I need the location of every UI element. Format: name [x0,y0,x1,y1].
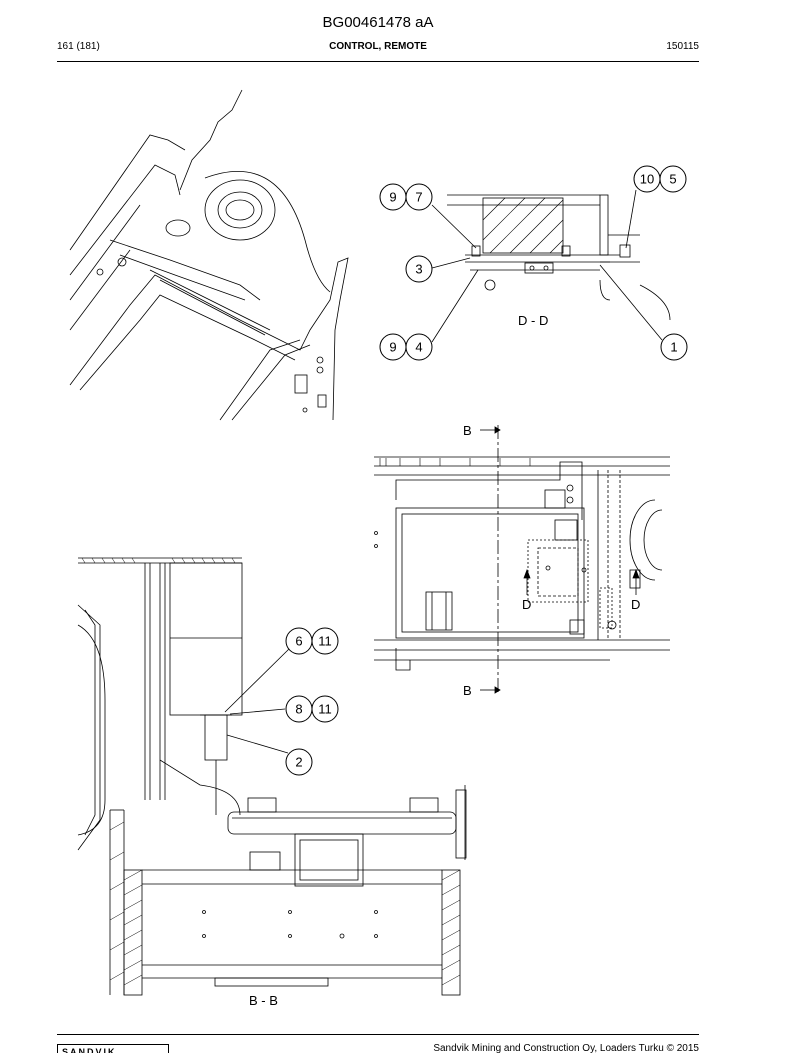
cut-marker-d-right: D [631,597,641,612]
copyright-text: Sandvik Mining and Construction Oy, Load… [433,1043,699,1054]
svg-text:1: 1 [670,340,677,355]
revision-date: 150115 [666,41,699,52]
svg-text:3: 3 [415,262,422,277]
callout-6: 6 [285,627,313,655]
top-view [374,425,670,695]
callout-9-top: 9 [379,183,407,211]
svg-text:9: 9 [389,190,396,205]
callout-3: 3 [405,255,433,283]
page-number: 161 (181) [57,41,100,52]
callout-1: 1 [660,333,688,361]
brand-logo: SANDVIK [57,1044,169,1053]
svg-text:5: 5 [669,172,676,187]
callout-2: 2 [285,748,313,776]
callout-11-top: 11 [311,627,339,655]
footer-rule [57,1034,699,1035]
document-id: BG00461478 aA [322,14,434,31]
callout-7: 7 [405,183,433,211]
svg-text:4: 4 [415,340,422,355]
cut-marker-d-left: D [522,597,532,612]
svg-text:11: 11 [318,702,332,717]
cut-marker-b-top: B [463,423,472,438]
svg-text:2: 2 [295,755,302,770]
header-rule [57,61,699,62]
callout-5: 5 [659,165,687,193]
cut-marker-b-bottom: B [463,683,472,698]
svg-text:10: 10 [640,172,654,187]
svg-text:6: 6 [295,634,302,649]
callout-9-bottom: 9 [379,333,407,361]
callout-8: 8 [285,695,313,723]
isometric-view [69,89,349,421]
svg-text:7: 7 [415,190,422,205]
section-label-dd: D - D [518,313,549,328]
svg-text:9: 9 [389,340,396,355]
callout-4: 4 [405,333,433,361]
section-label-bb: B - B [249,993,278,1008]
callout-10: 10 [633,165,661,193]
section-bb-view [77,557,467,996]
svg-text:8: 8 [295,702,302,717]
svg-text:11: 11 [318,634,332,649]
section-dd-view [431,189,671,343]
callout-11-bottom: 11 [311,695,339,723]
section-title: CONTROL, REMOTE [329,41,427,52]
